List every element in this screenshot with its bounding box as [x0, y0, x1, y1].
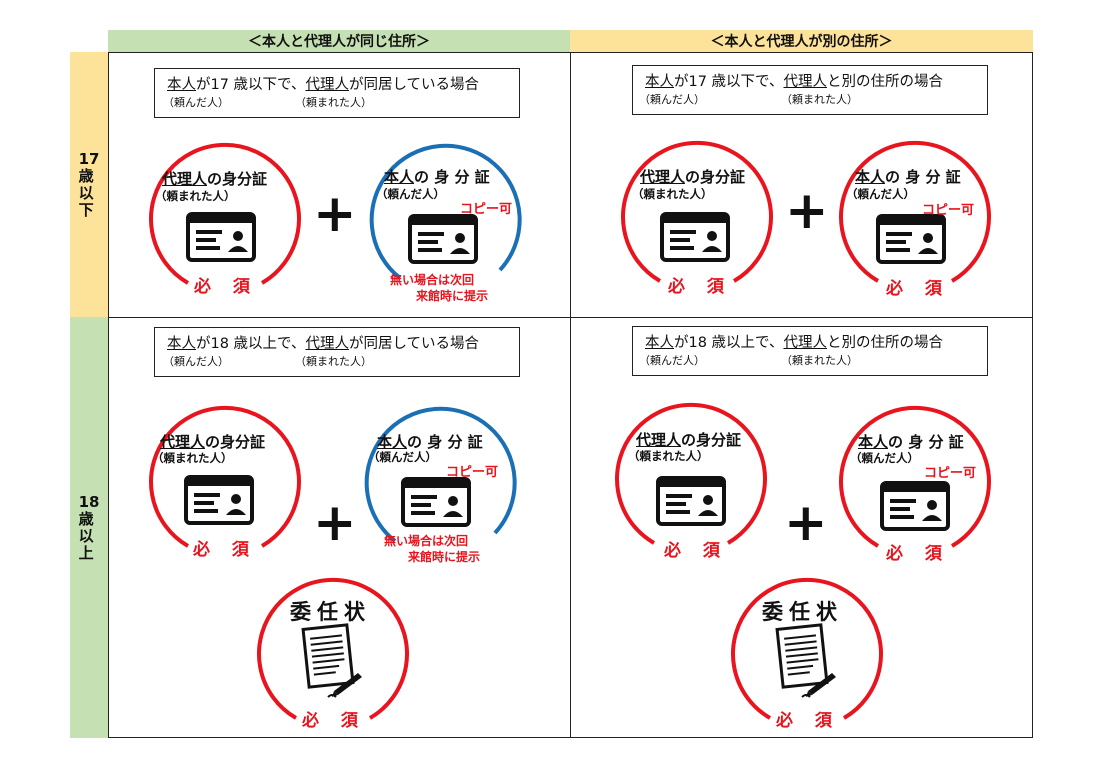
row-label-over18: 18 歳 以 上: [78, 492, 100, 562]
note-line1: 無い場合は次回: [384, 534, 469, 548]
title-box-tr: 本人が17 歳以下で、代理人と別の住所の場合 （頼んだ人） （頼まれた人）: [632, 65, 988, 115]
header-diff-address: ＜本人と代理人が別の住所＞: [710, 34, 893, 50]
title-sub-agent: （頼まれた人）: [781, 93, 858, 106]
title-sub-agent: （頼まれた人）: [295, 96, 372, 109]
title-sub-agent: （頼まれた人）: [295, 355, 372, 368]
self-id-label: 本人の 身 分 証: [384, 168, 490, 186]
title-sub-self: （頼んだ人）: [639, 93, 705, 106]
agent-id-sub: （頼まれた人）: [152, 451, 233, 465]
plus-sign-bl: +: [313, 493, 357, 553]
title-box-br: 本人が18 歳以上で、代理人と別の住所の場合 （頼んだ人） （頼まれた人）: [632, 326, 988, 376]
self-id-label: 本人の 身 分 証: [855, 168, 961, 186]
row-label-under17: 17 歳 以 下: [78, 149, 100, 219]
note-line2: 来館時に提示: [416, 289, 489, 303]
self-id-sub: （頼んだ人）: [376, 187, 445, 201]
agent-id-sub: （頼まれた人）: [632, 187, 713, 201]
title-box-bl: 本人が18 歳以上で、代理人が同居している場合 （頼んだ人） （頼まれた人）: [154, 327, 520, 377]
self-id-sub: （頼んだ人）: [846, 187, 915, 201]
header-bar-same: [108, 30, 570, 52]
circle-self-id-br: [839, 405, 991, 548]
header-bar-diff: [570, 30, 1033, 52]
must-badge: 必 須: [668, 277, 732, 297]
must-badge: 必 須: [193, 540, 257, 560]
circle-agent-id-tl: [149, 142, 301, 285]
title-text: 本人が18 歳以上で、代理人が同居している場合: [167, 336, 480, 352]
title-sub-self: （頼んだ人）: [163, 96, 229, 109]
circle-proxy-letter-bl: [257, 577, 409, 720]
note-line2: 来館時に提示: [408, 550, 481, 564]
title-sub-self: （頼んだ人）: [163, 355, 229, 368]
note-line1: 無い場合は次回: [390, 273, 475, 287]
circle-agent-id-tr: [621, 140, 773, 283]
plus-sign-tr: +: [785, 181, 829, 241]
side-bar-under17: [70, 52, 108, 317]
agent-id-sub: （頼まれた人）: [155, 189, 236, 203]
header-same-address: ＜本人と代理人が同じ住所＞: [248, 34, 430, 50]
proxy-letter-label: 委任状: [290, 600, 371, 624]
copy-ok-badge: コピー可: [460, 202, 513, 217]
must-badge: 必 須: [194, 277, 258, 297]
must-badge: 必 須: [664, 541, 728, 561]
agent-id-label: 代理人の身分証: [636, 431, 742, 449]
self-id-sub: （頼んだ人）: [368, 450, 437, 464]
must-badge: 必 須: [886, 279, 950, 299]
must-badge: 必 須: [776, 711, 840, 731]
side-bar-over18: [70, 317, 108, 738]
title-text: 本人が17 歳以下で、代理人と別の住所の場合: [645, 74, 943, 90]
proxy-letter-label: 委任状: [762, 600, 843, 624]
agent-id-label: 代理人の身分証: [640, 168, 746, 186]
copy-ok-badge: コピー可: [922, 203, 975, 218]
plus-sign-br: +: [784, 493, 828, 553]
title-text: 本人が18 歳以上で、代理人と別の住所の場合: [645, 335, 943, 351]
cell-over18-same: [108, 317, 571, 738]
self-id-sub: （頼んだ人）: [850, 451, 919, 465]
title-text: 本人が17 歳以下で、代理人が同居している場合: [167, 77, 480, 93]
must-badge: 必 須: [886, 544, 950, 564]
circle-proxy-letter-br: [731, 577, 883, 720]
circle-self-id-tl: [369, 143, 522, 280]
agent-id-label: 代理人の身分証: [160, 433, 266, 451]
circle-agent-id-bl: [149, 405, 301, 548]
circle-self-id-tr: [839, 140, 991, 283]
title-box-tl: 本人が17 歳以下で、代理人が同居している場合 （頼んだ人） （頼まれた人）: [154, 68, 520, 118]
circle-self-id-bl: [364, 406, 517, 543]
plus-sign-tl: +: [313, 184, 357, 244]
agent-id-label: 代理人の身分証: [162, 170, 268, 188]
title-sub-self: （頼んだ人）: [639, 354, 705, 367]
agent-id-sub: （頼まれた人）: [628, 449, 709, 463]
copy-ok-badge: コピー可: [924, 466, 977, 481]
title-sub-agent: （頼まれた人）: [781, 354, 858, 367]
must-badge: 必 須: [302, 711, 366, 731]
self-id-label: 本人の 身 分 証: [377, 433, 483, 451]
copy-ok-badge: コピー可: [446, 465, 499, 480]
circle-agent-id-br: [615, 402, 767, 545]
self-id-label: 本人の 身 分 証: [858, 433, 964, 451]
